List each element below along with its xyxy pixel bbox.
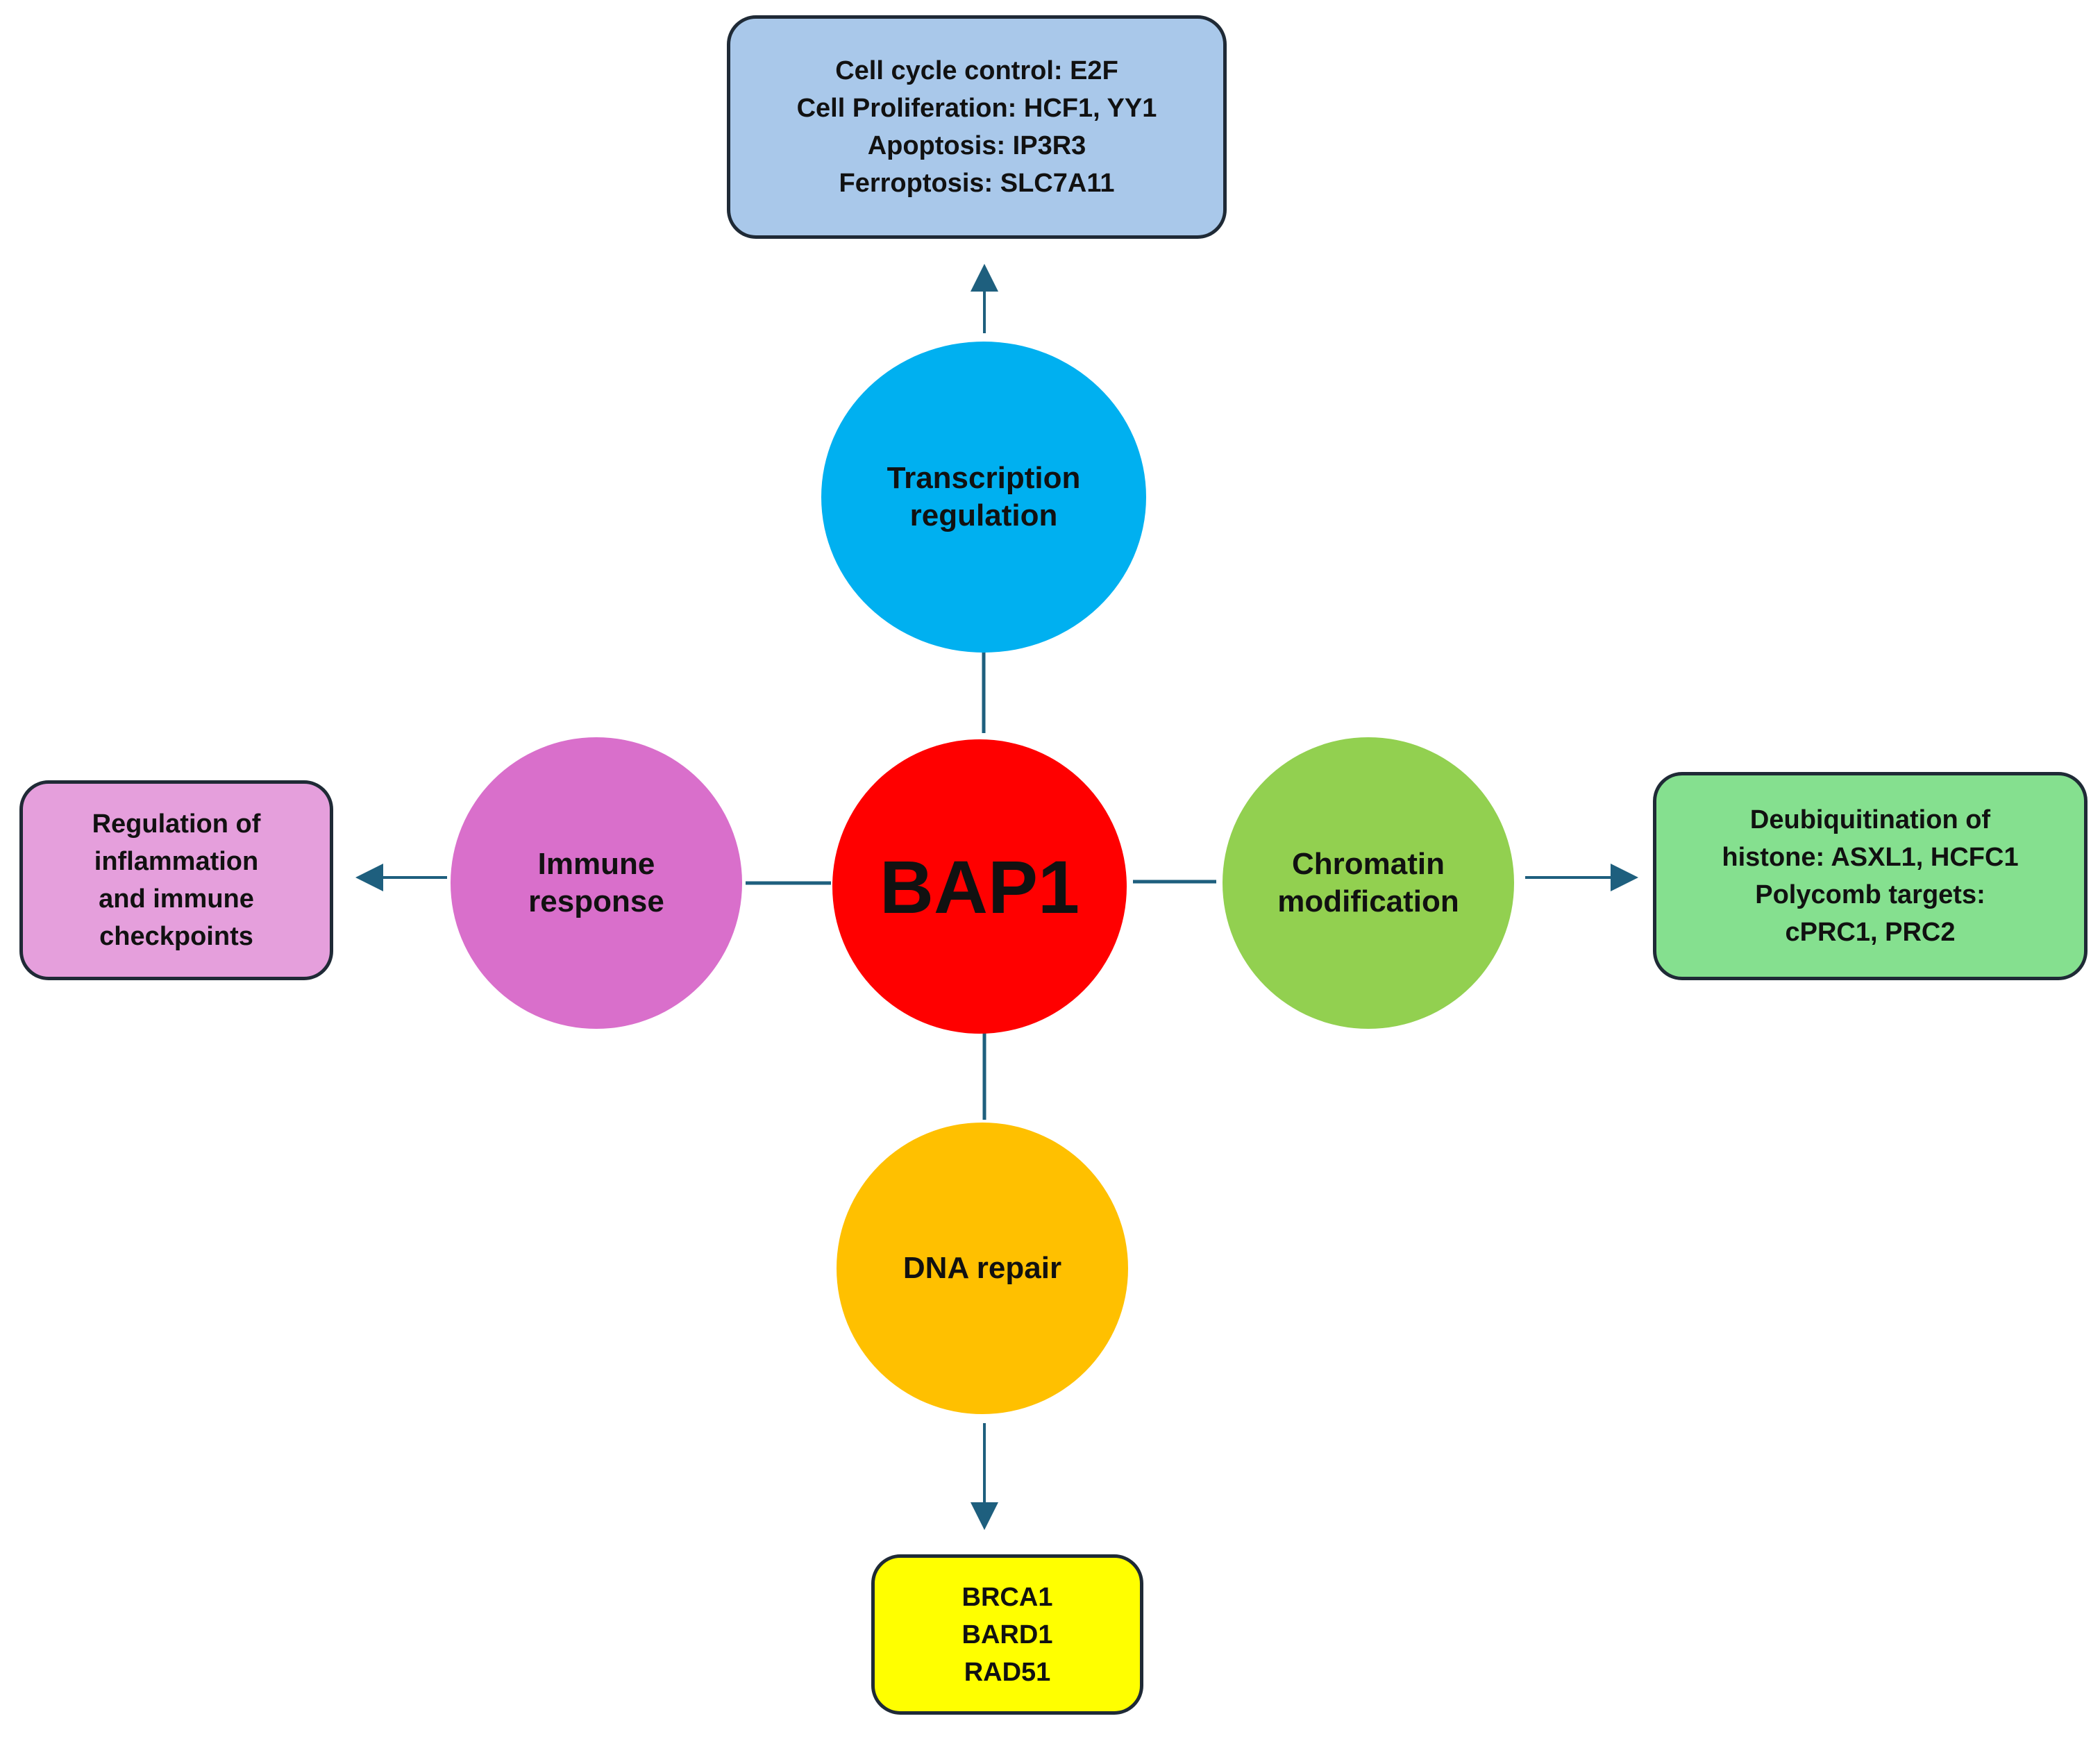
node-dna-repair: DNA repair — [837, 1123, 1128, 1414]
detail-line: histone: ASXL1, HCFC1 — [1722, 843, 2019, 872]
detail-line: Polycomb targets: — [1755, 880, 1985, 909]
center-label: BAP1 — [879, 844, 1080, 929]
node-label: Immune — [537, 847, 655, 881]
detail-line: Deubiquitination of — [1749, 805, 1991, 834]
node-label: DNA repair — [902, 1251, 1062, 1285]
detail-line: Regulation of — [92, 809, 261, 839]
detail-line: inflammation — [94, 847, 259, 876]
center-node-bap1: BAP1 — [832, 739, 1127, 1034]
detail-line: BARD1 — [961, 1620, 1053, 1649]
node-label: Transcription — [887, 461, 1081, 495]
node-label: modification — [1277, 884, 1459, 918]
node-label: response — [528, 884, 664, 918]
detail-line: Ferroptosis: SLC7A11 — [839, 169, 1115, 198]
node-chromatin-modification: Chromatin modification — [1223, 737, 1514, 1029]
node-immune-response: Immune response — [451, 737, 742, 1029]
detail-box-transcription: Cell cycle control: E2F Cell Proliferati… — [727, 15, 1227, 239]
detail-box-dna-repair: BRCA1 BARD1 RAD51 — [871, 1554, 1143, 1715]
detail-box-chromatin: Deubiquitination of histone: ASXL1, HCFC… — [1653, 772, 2088, 980]
detail-box-immune: Regulation of inflammation and immune ch… — [19, 780, 333, 980]
detail-line: Cell cycle control: E2F — [835, 56, 1118, 85]
detail-line: RAD51 — [964, 1657, 1051, 1687]
node-label: regulation — [909, 498, 1058, 532]
detail-line: checkpoints — [99, 922, 253, 951]
detail-line: cPRC1, PRC2 — [1785, 918, 1956, 947]
detail-line: Cell Proliferation: HCF1, YY1 — [796, 94, 1157, 123]
detail-line: and immune — [99, 884, 254, 914]
detail-line: Apoptosis: IP3R3 — [867, 131, 1086, 160]
detail-line: BRCA1 — [961, 1582, 1053, 1612]
node-label: Chromatin — [1292, 847, 1445, 881]
node-transcription-regulation: Transcription regulation — [821, 342, 1146, 653]
